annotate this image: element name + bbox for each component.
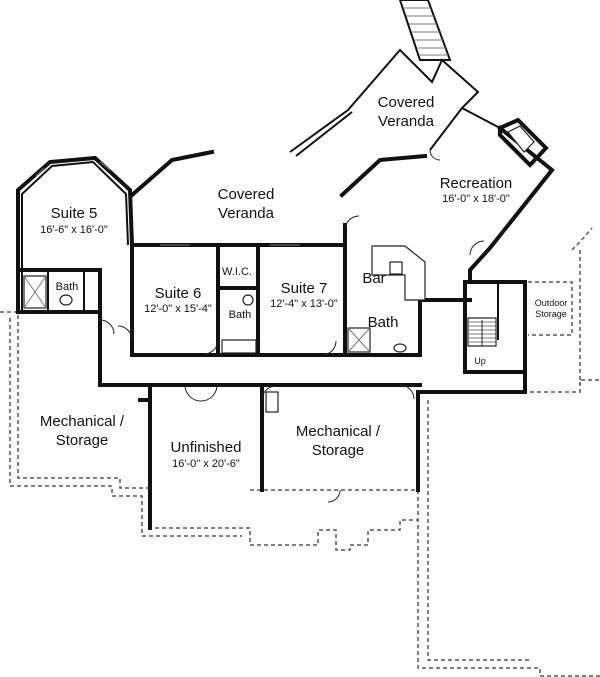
recreation-dims: 16'-0" x 18'-0" xyxy=(442,193,510,205)
fireplace xyxy=(498,117,549,168)
bath-suite7-label: Bath xyxy=(368,314,399,331)
outdoor-storage-line1: Outdoor xyxy=(535,298,568,308)
mech-left-line1: Mechanical / xyxy=(40,413,125,430)
bath-suite5-label: Bath xyxy=(56,281,79,293)
mech-right-line1: Mechanical / xyxy=(296,423,381,440)
suite5-dims: 16'-6" x 16'-0" xyxy=(40,224,108,236)
suite6-dims: 12'-0" x 15'-4" xyxy=(144,303,212,315)
suite5-name: Suite 5 xyxy=(51,205,98,222)
outdoor-storage-line2: Storage xyxy=(535,309,567,319)
wic-label: W.I.C. xyxy=(222,266,252,278)
windows xyxy=(35,161,300,246)
exterior-stair xyxy=(398,0,452,61)
room-labels: Covered Veranda Covered Veranda Recreati… xyxy=(40,94,567,470)
mech-left-line2: Storage xyxy=(56,432,109,449)
suite7-dims: 12'-4" x 13'-0" xyxy=(270,298,338,310)
unfinished-dims: 16'-0" x 20'-6" xyxy=(172,458,240,470)
mech-right-line2: Storage xyxy=(312,442,365,459)
suite6-name: Suite 6 xyxy=(155,285,202,302)
unfinished-name: Unfinished xyxy=(171,439,242,456)
suite7-name: Suite 7 xyxy=(281,280,328,297)
doors xyxy=(99,149,485,503)
bar-counter xyxy=(371,245,426,301)
stair-up-label: Up xyxy=(474,356,486,366)
bath-suite6-label: Bath xyxy=(229,309,252,321)
exterior-walls xyxy=(16,48,573,530)
veranda-top-line1: Covered xyxy=(378,94,435,111)
bath-fixtures xyxy=(23,275,407,413)
veranda-top-line2: Veranda xyxy=(378,113,435,130)
recreation-name: Recreation xyxy=(440,175,513,192)
foundation-outline xyxy=(0,227,600,677)
veranda-main-line1: Covered xyxy=(218,186,275,203)
bar-label: Bar xyxy=(362,270,385,287)
veranda-main-line2: Veranda xyxy=(218,205,275,222)
interior-stair xyxy=(467,317,497,347)
